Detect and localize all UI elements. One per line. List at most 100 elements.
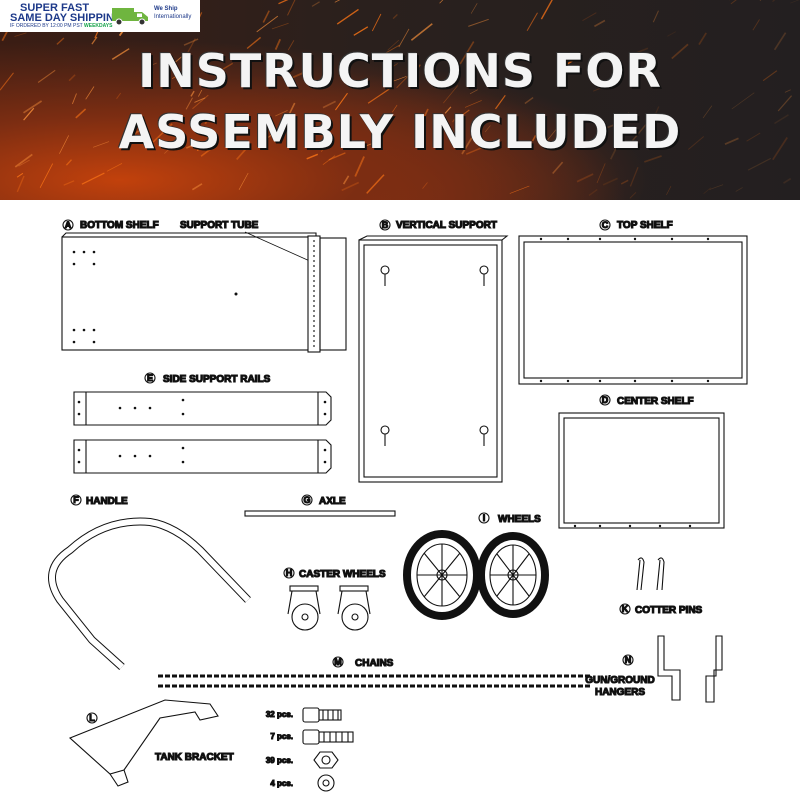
- shipping-note-highlight: WEEKDAYS: [84, 23, 113, 29]
- spark-streak: [509, 185, 530, 194]
- spark-streak: [306, 153, 319, 160]
- spark-streak: [439, 0, 444, 4]
- label-n-letter: N: [625, 655, 632, 665]
- part-f-handle: F HANDLE: [48, 494, 251, 670]
- label-k-letter: K: [622, 604, 629, 614]
- spark-streak: [68, 74, 76, 82]
- spark-streak: [353, 26, 369, 36]
- spark-streak: [334, 0, 341, 3]
- spark-streak: [410, 23, 433, 41]
- spark-streak: [204, 115, 210, 125]
- label-i-letter: I: [483, 513, 486, 523]
- part-m-chains: M CHAINS: [158, 656, 590, 688]
- spark-streak: [390, 63, 398, 69]
- spark-streak: [666, 185, 672, 196]
- label-i: WHEELS: [498, 514, 541, 525]
- spark-streak: [730, 0, 737, 5]
- label-d-letter: D: [602, 395, 609, 405]
- part-h-caster-wheels: H CASTER WHEELS: [283, 567, 387, 631]
- spark-streak: [196, 142, 202, 152]
- spark-streak: [593, 83, 611, 92]
- spark-streak: [773, 32, 787, 51]
- label-e-letter: E: [147, 373, 153, 383]
- spark-streak: [593, 19, 606, 28]
- spark-streak: [371, 13, 382, 32]
- spark-streak: [444, 106, 452, 114]
- spark-streak: [469, 89, 478, 95]
- spark-streak: [18, 159, 30, 167]
- spark-streak: [16, 175, 25, 193]
- label-m-letter: M: [334, 657, 342, 667]
- spark-streak: [166, 54, 184, 70]
- spark-streak: [111, 48, 130, 60]
- spark-streak: [724, 137, 739, 146]
- spark-streak: [360, 142, 374, 149]
- spark-streak: [23, 107, 35, 121]
- spark-streak: [367, 88, 390, 104]
- spark-streak: [762, 70, 778, 82]
- spark-streak: [65, 159, 73, 166]
- spark-streak: [278, 0, 289, 5]
- label-g-letter: G: [303, 495, 310, 505]
- spark-streak: [582, 12, 597, 21]
- spark-streak: [457, 109, 470, 119]
- spark-streak: [311, 1, 320, 7]
- spark-streak: [336, 8, 359, 25]
- spark-streak: [421, 108, 429, 123]
- spark-streak: [16, 172, 24, 178]
- spark-streak: [576, 173, 594, 183]
- spark-streak: [334, 92, 348, 111]
- spark-streak: [747, 157, 772, 171]
- spark-streak: [191, 183, 203, 191]
- spark-streak: [59, 135, 69, 154]
- spark-streak: [271, 22, 289, 30]
- spark-streak: [85, 86, 95, 100]
- spark-streak: [543, 123, 561, 145]
- spark-streak: [142, 71, 154, 81]
- spark-streak: [588, 188, 598, 196]
- spark-streak: [183, 38, 199, 46]
- spark-streak: [552, 161, 564, 175]
- hardware-qty-1: 32 pcs.: [266, 710, 293, 719]
- spark-streak: [484, 125, 491, 133]
- spark-streak: [709, 184, 724, 190]
- label-f: HANDLE: [86, 496, 128, 507]
- spark-streak: [667, 31, 677, 37]
- spark-streak: [71, 93, 77, 105]
- spark-streak: [495, 94, 506, 110]
- label-b-letter: B: [382, 220, 389, 230]
- spark-streak: [790, 0, 800, 4]
- spark-streak: [263, 129, 280, 141]
- spark-streak: [396, 69, 415, 89]
- spark-streak: [746, 132, 761, 142]
- spark-streak: [618, 112, 629, 133]
- spark-streak: [390, 76, 407, 83]
- label-c: TOP SHELF: [617, 220, 673, 231]
- spark-streak: [783, 177, 792, 184]
- spark-streak: [137, 139, 145, 144]
- label-h-letter: H: [286, 568, 293, 578]
- spark-streak: [774, 114, 789, 125]
- spark-streak: [392, 14, 398, 20]
- spark-streak: [452, 114, 458, 123]
- spark-streak: [443, 85, 459, 104]
- spark-streak: [703, 187, 712, 195]
- spark-streak: [398, 28, 410, 48]
- headline-line-2: ASSEMBLY INCLUDED: [118, 105, 682, 159]
- spark-streak: [524, 97, 534, 105]
- spark-streak: [246, 36, 262, 50]
- spark-streak: [92, 141, 110, 148]
- hardware-list: 32 pcs. 7 pcs. 39 pcs. 4 pcs.: [265, 707, 354, 792]
- part-n-hangers: N GUN/GROUND HANGERS: [585, 635, 723, 703]
- spark-streak: [321, 133, 332, 152]
- spark-streak: [540, 0, 553, 20]
- spark-streak: [63, 180, 75, 186]
- spark-streak: [629, 192, 637, 199]
- label-c-letter: C: [602, 220, 609, 230]
- label-l-letter: L: [89, 713, 95, 723]
- spark-streak: [752, 19, 760, 31]
- label-f-letter: F: [73, 495, 79, 505]
- spark-streak: [777, 95, 793, 112]
- spark-streak: [375, 44, 400, 59]
- part-d-center-shelf: D CENTER SHELF: [558, 394, 725, 529]
